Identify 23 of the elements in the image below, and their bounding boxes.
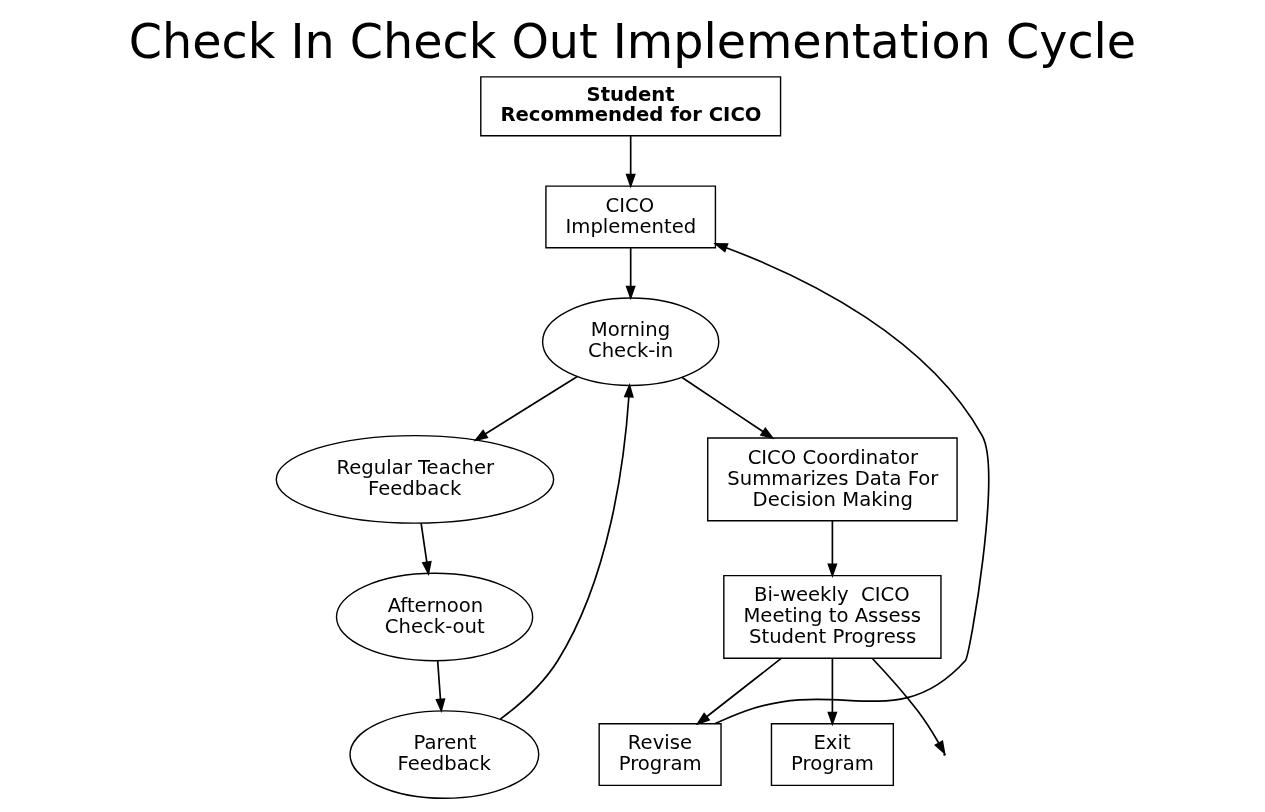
arrow <box>681 376 775 440</box>
arrow <box>420 522 432 576</box>
arrow <box>695 657 782 726</box>
arrow <box>473 375 579 442</box>
node-box: CICO Implemented <box>545 185 717 249</box>
node-box: Revise Program <box>598 723 722 787</box>
diagram-title: Check In Check Out Implementation Cycle <box>128 13 1137 69</box>
node-box: Student Recommended for CICO <box>480 76 782 137</box>
arrow <box>871 657 946 756</box>
node-ellipse: Afternoon Check-out <box>335 572 534 662</box>
node-box: Bi-weekly CICO Meeting to Assess Student Progress <box>723 574 942 659</box>
arrow <box>827 657 838 727</box>
node-ellipse: Morning Check-in <box>541 297 720 387</box>
node-ellipse: Regular Teacher Feedback <box>275 434 555 524</box>
node-ellipse: Parent Feedback <box>349 710 540 800</box>
arrow <box>625 247 636 301</box>
node-box: Exit Program <box>770 723 895 787</box>
arrow <box>827 520 838 578</box>
arrow <box>435 659 446 714</box>
arrow <box>499 382 634 720</box>
node-box: CICO Coordinator Summarizes Data For Decision Making <box>707 437 958 522</box>
arrow <box>713 242 990 725</box>
arrow <box>625 135 636 189</box>
